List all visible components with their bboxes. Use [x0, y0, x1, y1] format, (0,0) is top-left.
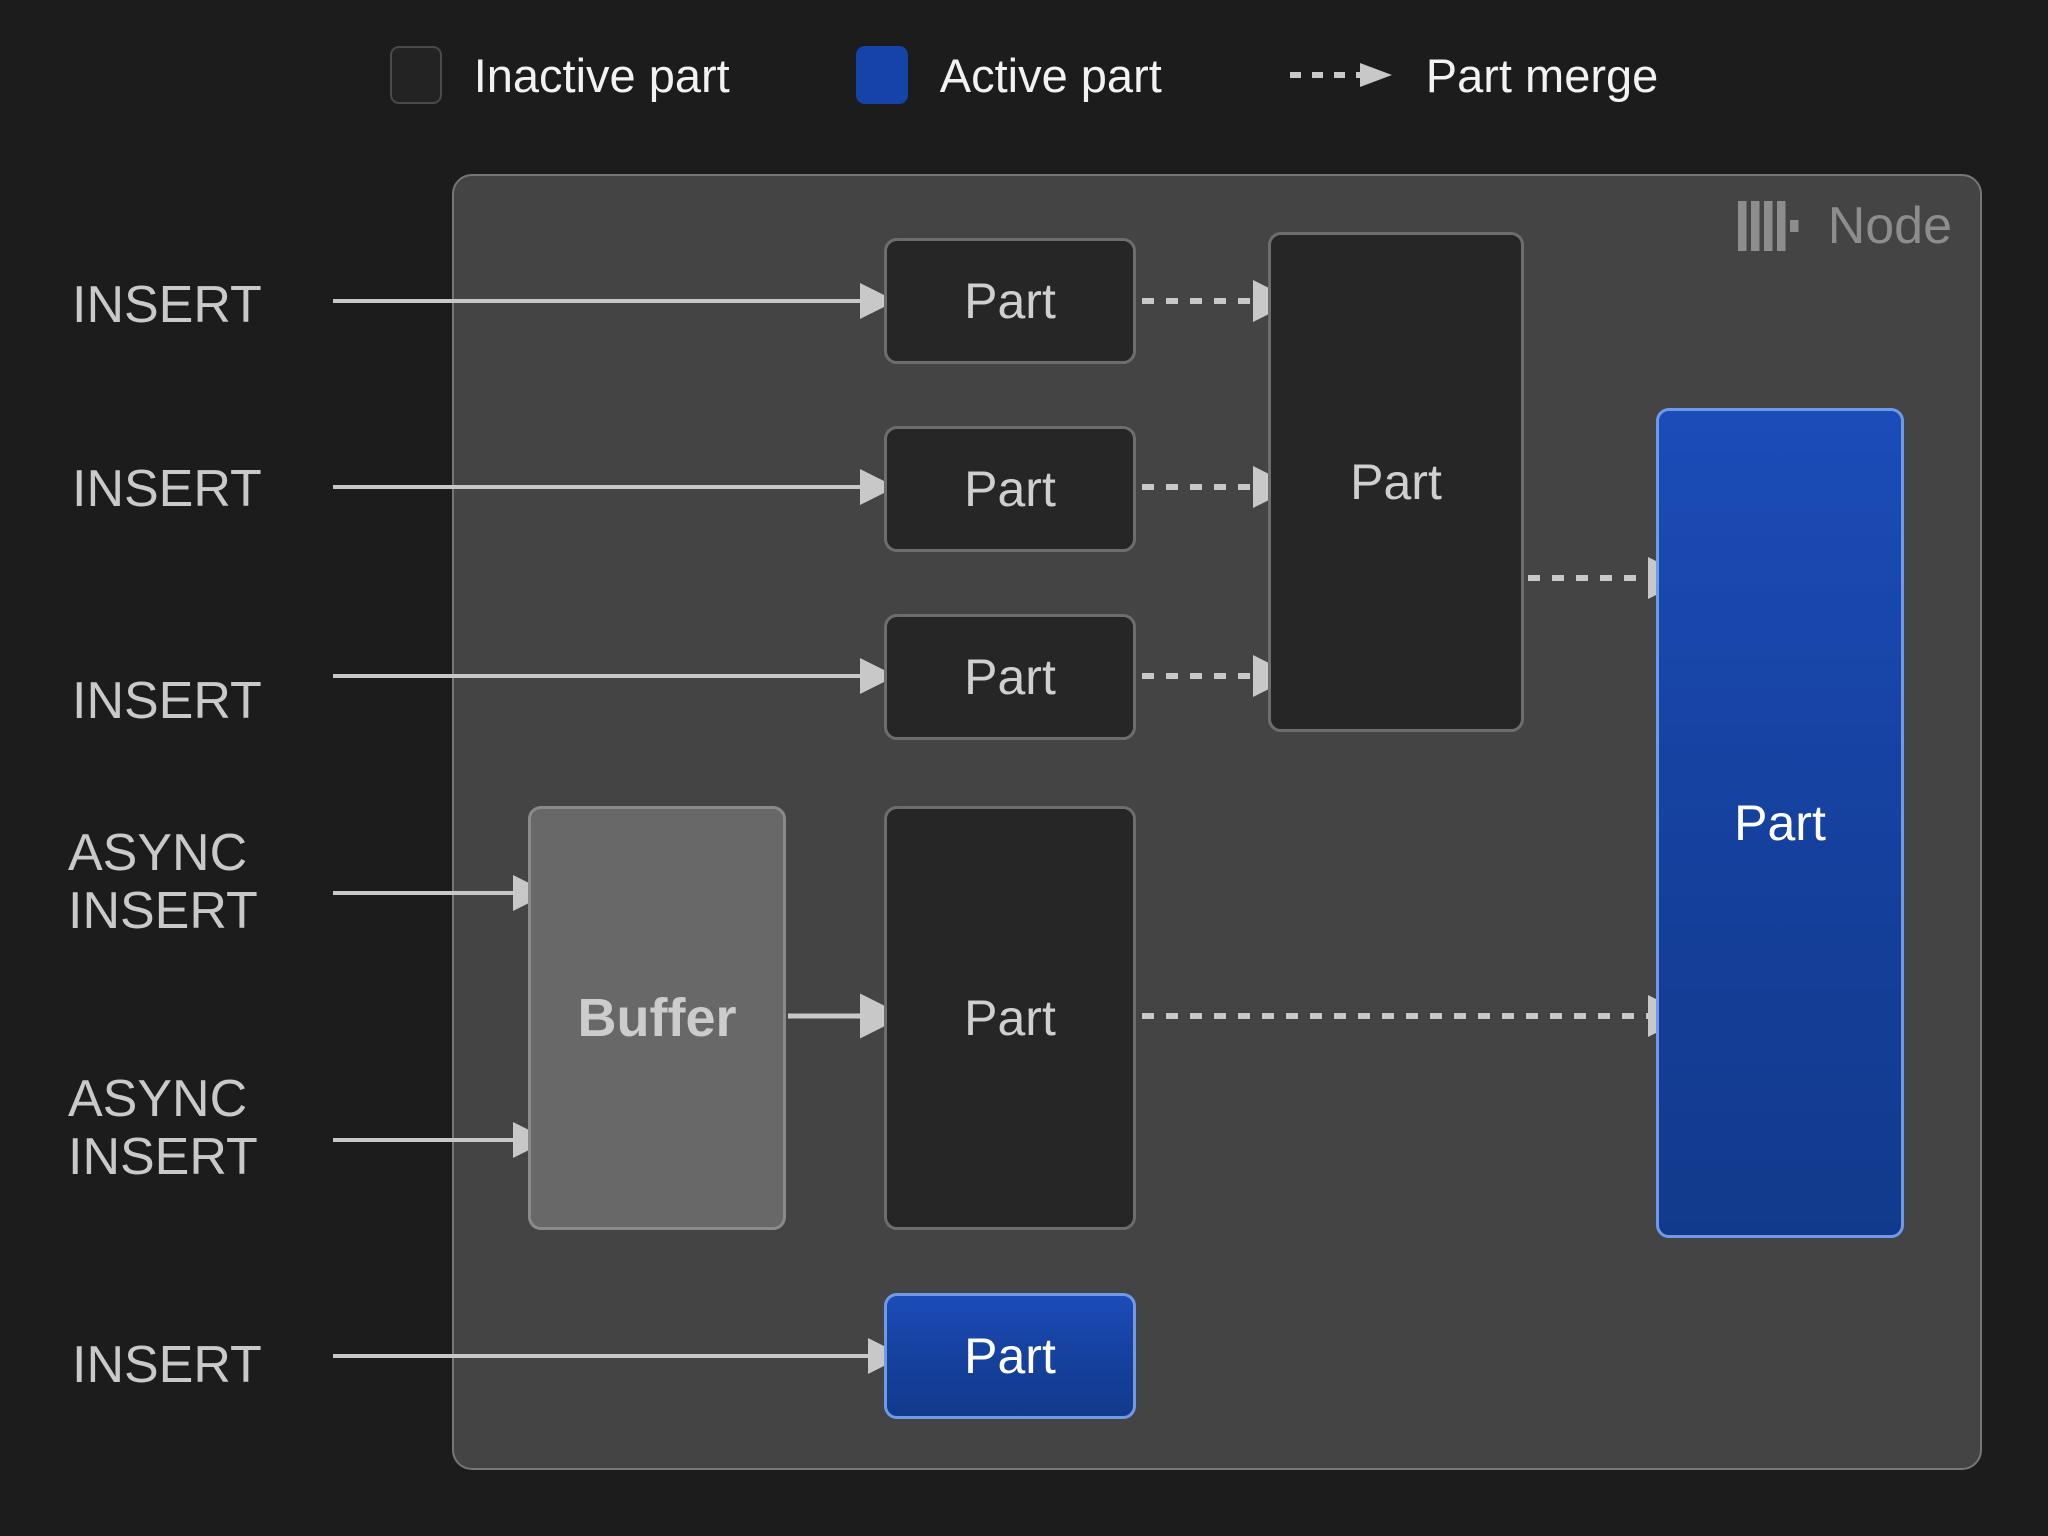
- source-label-async-insert-1-line2: INSERT: [68, 882, 258, 941]
- source-label-insert-1: INSERT: [72, 276, 262, 334]
- buffer-box[interactable]: Buffer: [528, 806, 786, 1230]
- part-box-async-label: Part: [964, 990, 1056, 1046]
- part-box-insert-3-label: Part: [964, 649, 1056, 705]
- legend-item-active-part: Active part: [855, 46, 1162, 104]
- legend-label-inactive-part: Inactive part: [473, 48, 730, 102]
- part-box-merged-final[interactable]: Part: [1656, 408, 1904, 1238]
- part-box-insert-2[interactable]: Part: [884, 426, 1136, 552]
- inactive-part-swatch: [389, 46, 442, 104]
- part-box-merged-final-label: Part: [1734, 795, 1826, 851]
- part-box-insert-2-label: Part: [964, 461, 1056, 517]
- source-label-insert-3: INSERT: [72, 672, 262, 730]
- node-tag: Node: [1737, 197, 1952, 255]
- active-part-swatch: [855, 46, 908, 104]
- part-box-insert-3[interactable]: Part: [884, 614, 1136, 740]
- source-label-async-insert-1-line1: ASYNC: [68, 824, 248, 882]
- part-box-merged-mid-label: Part: [1350, 454, 1442, 510]
- clickhouse-logo-icon: [1737, 201, 1799, 251]
- legend-item-part-merge: Part merge: [1288, 52, 1658, 99]
- legend-label-active-part: Active part: [939, 48, 1162, 102]
- source-label-insert-2: INSERT: [72, 460, 262, 518]
- part-box-insert-1-label: Part: [964, 273, 1056, 329]
- source-label-async-insert-2-line1: ASYNC: [68, 1070, 248, 1128]
- legend-item-inactive-part: Inactive part: [389, 46, 730, 104]
- source-label-async-insert-2-line2: INSERT: [68, 1128, 258, 1187]
- buffer-box-label: Buffer: [577, 988, 737, 1048]
- part-box-active-bottom-label: Part: [964, 1328, 1056, 1384]
- source-label-async-insert-1: ASYNC INSERT: [68, 824, 258, 940]
- part-box-merged-mid[interactable]: Part: [1268, 232, 1524, 732]
- source-label-insert-4: INSERT: [72, 1336, 262, 1394]
- part-box-insert-1[interactable]: Part: [884, 238, 1136, 364]
- source-label-async-insert-2: ASYNC INSERT: [68, 1070, 258, 1186]
- legend: Inactive part Active part Part merge: [0, 46, 2048, 104]
- part-box-active-bottom[interactable]: Part: [884, 1293, 1136, 1419]
- legend-label-part-merge: Part merge: [1425, 48, 1659, 102]
- part-box-async[interactable]: Part: [884, 806, 1136, 1230]
- dashed-arrow-icon: [1289, 63, 1392, 87]
- node-tag-label: Node: [1827, 197, 1952, 255]
